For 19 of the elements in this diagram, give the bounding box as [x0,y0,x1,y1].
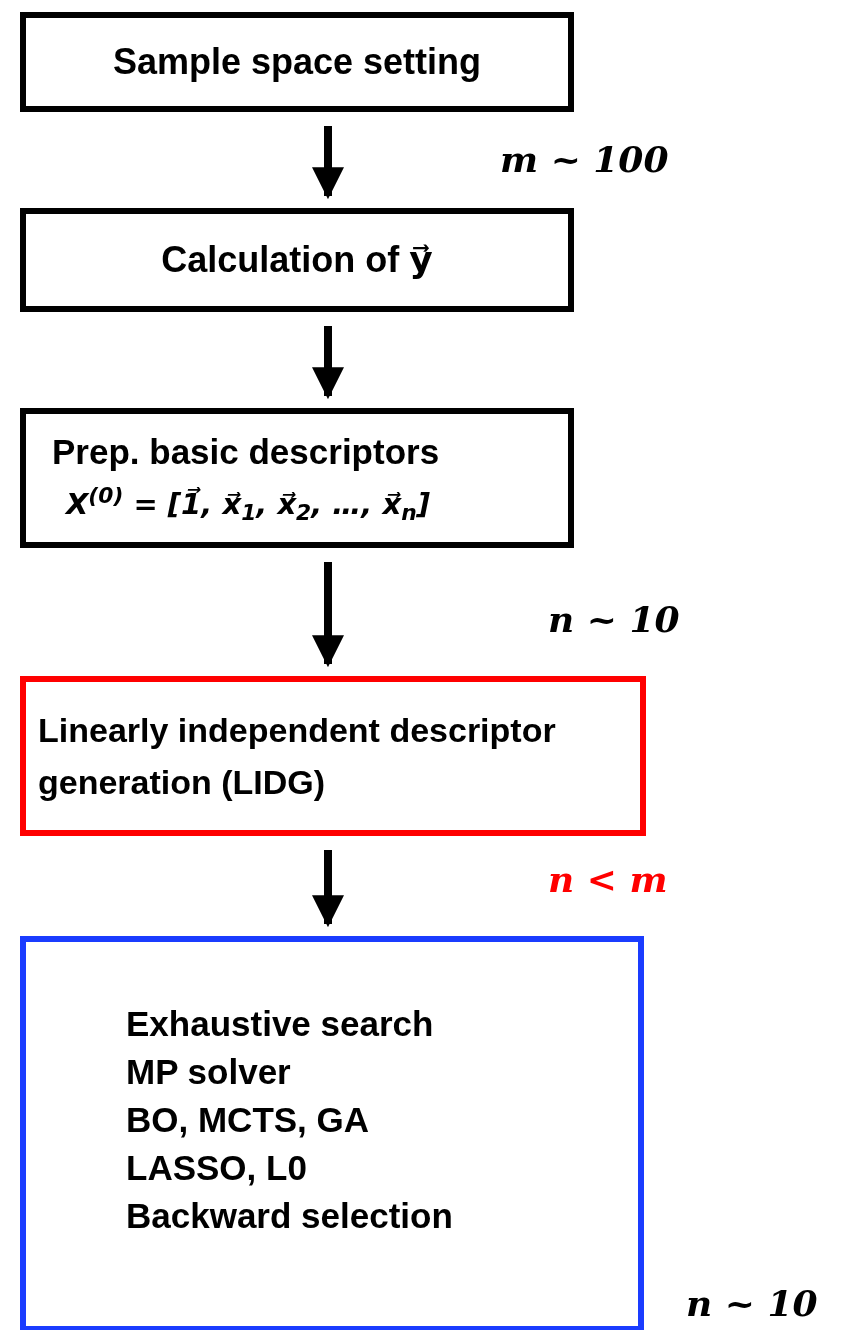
method-text: LASSO, L0 [126,1147,307,1189]
math-label: m ~ 100 [500,137,669,182]
math-label: n ~ 10 [686,1281,818,1326]
process-box [20,408,574,548]
method-text: BO, MCTS, GA [126,1099,370,1141]
process-box [20,936,644,1330]
formula-text: X$^{(0)}$ = [1⃗, x⃗$_{1}$, x⃗$_{2}$, …, x⃗$_{n}$] [64,482,430,527]
method-text: MP solver [126,1051,291,1093]
box-text: Linearly independent descriptor generation (LIDG) [38,710,557,803]
process-box [20,676,646,836]
method-text: Exhaustive search [126,1003,434,1045]
box-text: Calculation of y⃗ [161,238,433,282]
box-text: Prep. basic descriptors [52,430,440,473]
method-text: Backward selection [126,1195,453,1237]
math-label: n ~ 10 [548,597,680,642]
process-box [20,208,574,312]
box-text: Sample space setting [112,40,482,84]
math-label: n < m [548,857,668,902]
process-box [20,12,574,112]
